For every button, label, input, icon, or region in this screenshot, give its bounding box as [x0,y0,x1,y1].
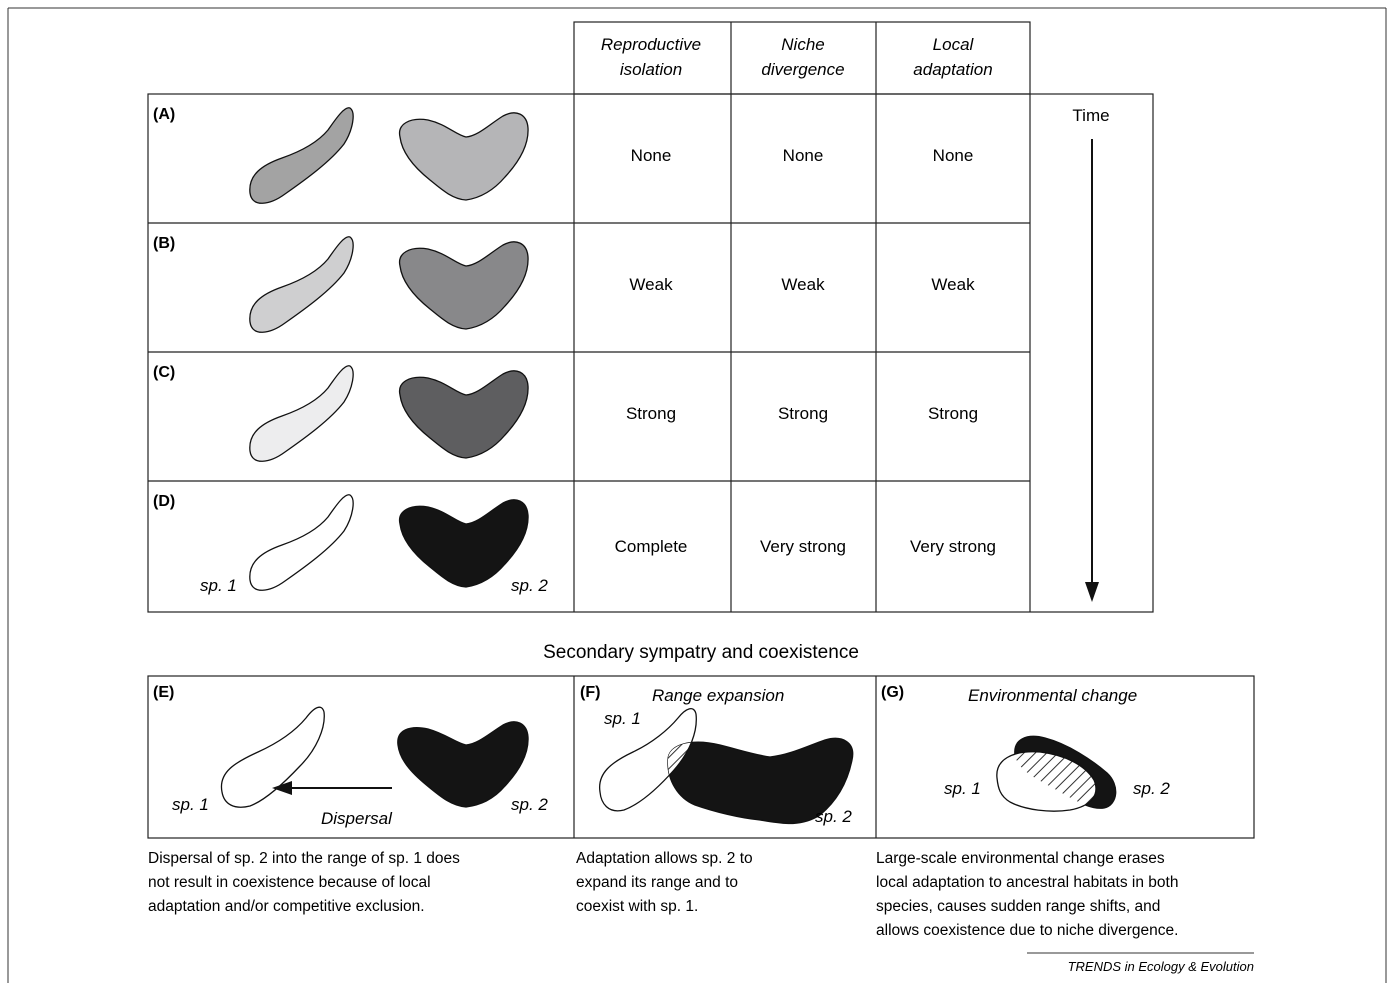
row-a-sp2-range [400,113,528,200]
row-c-value-2: Strong [778,404,828,423]
row-d-sp1-label: sp. 1 [200,576,237,595]
row-d-sp1-range [250,495,353,591]
panel-f-title: Range expansion [652,686,784,705]
row-label-d: (D) [153,493,175,510]
caption-f-line-2: expand its range and to [576,874,738,891]
row-a: (A) None None None [153,106,973,203]
panel-f-sp2-label: sp. 2 [815,807,852,826]
section-title: Secondary sympatry and coexistence [543,642,859,663]
caption-g-line-1: Large-scale environmental change erases [876,850,1165,867]
row-d-value-2: Very strong [760,537,846,556]
caption-f: Adaptation allows sp. 2 to expand its ra… [576,850,753,915]
panel-e-arrow-label: Dispersal [321,809,393,828]
panel-e-sp2-range [398,722,528,807]
col-header-2-line1: Niche [781,35,824,54]
row-a-value-1: None [631,146,672,165]
panel-e-sp2-label: sp. 2 [511,795,548,814]
row-a-value-2: None [783,146,824,165]
caption-e-line-1: Dispersal of sp. 2 into the range of sp.… [148,850,460,867]
row-label-b: (B) [153,235,175,252]
panel-e-label: (E) [153,684,174,701]
panel-e: (E) sp. 1 sp. 2 Dispersal [153,684,548,828]
row-b-sp2-range [400,242,528,329]
time-axis: Time [1072,106,1109,602]
panel-g-title: Environmental change [968,686,1137,705]
row-b-value-1: Weak [629,275,673,294]
row-c-value-3: Strong [928,404,978,423]
panel-f-label: (F) [580,684,600,701]
row-label-c: (C) [153,364,175,381]
panel-e-sp1-range [221,707,324,807]
caption-e-line-2: not result in coexistence because of loc… [148,874,431,891]
row-b-value-2: Weak [781,275,825,294]
row-c: (C) Strong Strong Strong [153,364,978,461]
time-arrow-head [1085,582,1099,602]
caption-g-line-3: species, causes sudden range shifts, and [876,898,1160,915]
caption-f-line-3: coexist with sp. 1. [576,898,698,915]
caption-f-line-1: Adaptation allows sp. 2 to [576,850,753,867]
panel-g: (G) Environmental change sp. 1 sp. 2 [881,684,1170,811]
row-d-value-1: Complete [615,537,688,556]
panel-e-sp1-label: sp. 1 [172,795,209,814]
column-header-box: Reproductive isolation Niche divergence … [574,22,1030,94]
row-d-sp2-range [400,500,528,587]
col-header-2-line2: divergence [761,60,844,79]
caption-e-line-3: adaptation and/or competitive exclusion. [148,898,425,915]
row-d-value-3: Very strong [910,537,996,556]
col-header-1-line1: Reproductive [601,35,701,54]
caption-g-line-2: local adaptation to ancestral habitats i… [876,874,1178,891]
time-label: Time [1072,106,1109,125]
row-b-value-3: Weak [931,275,975,294]
col-header-1-line2: isolation [620,60,682,79]
row-a-sp1-range [250,108,353,204]
panel-g-label: (G) [881,684,904,701]
col-header-3-line1: Local [933,35,975,54]
row-c-sp2-range [400,371,528,458]
row-b-sp1-range [250,237,353,333]
panel-f: (F) Range expansion sp. 1 sp. 2 [580,684,853,826]
row-label-a: (A) [153,106,175,123]
caption-g-line-4: allows coexistence due to niche divergen… [876,922,1178,939]
caption-g: Large-scale environmental change erases … [876,850,1178,939]
panel-f-sp1-label: sp. 1 [604,709,641,728]
footer-journal: TRENDS in Ecology & Evolution [1068,959,1254,974]
row-b: (B) Weak Weak Weak [153,235,975,332]
row-c-sp1-range [250,366,353,462]
row-a-value-3: None [933,146,974,165]
col-header-3-line2: adaptation [913,60,992,79]
panel-g-sp2-label: sp. 2 [1133,779,1170,798]
row-d-sp2-label: sp. 2 [511,576,548,595]
panel-g-sp1-label: sp. 1 [944,779,981,798]
caption-e: Dispersal of sp. 2 into the range of sp.… [148,850,460,915]
row-c-value-1: Strong [626,404,676,423]
